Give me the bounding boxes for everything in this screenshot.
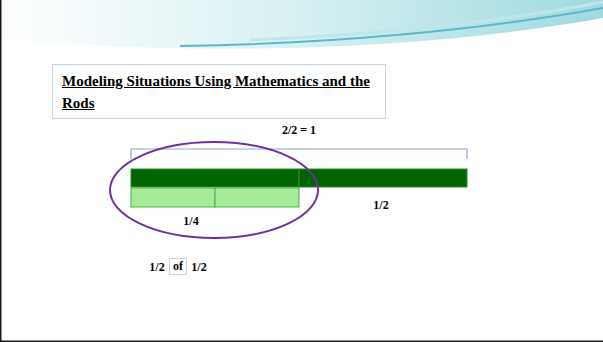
title-box: Modeling Situations Using Mathematics an… — [52, 64, 386, 119]
fraction-label: 1/2 — [149, 260, 164, 275]
quarter-rod — [131, 188, 215, 207]
whole-bracket — [131, 149, 467, 159]
fraction-label: 1/4 — [183, 214, 198, 229]
half-rod — [131, 169, 299, 187]
fraction-label: 1/2 — [191, 260, 206, 275]
quarter-rod — [215, 188, 299, 207]
operator-word: of — [173, 259, 183, 273]
half-rod — [299, 169, 467, 187]
equation-label: 2/2 = 1 — [282, 123, 316, 138]
fraction-label: 1/2 — [373, 198, 388, 213]
highlight-ellipse — [110, 142, 318, 238]
header-wave — [0, 0, 603, 49]
slide-title: Modeling Situations Using Mathematics an… — [62, 73, 370, 111]
operator-box: of — [169, 258, 187, 275]
header-wave-line — [250, 2, 603, 40]
